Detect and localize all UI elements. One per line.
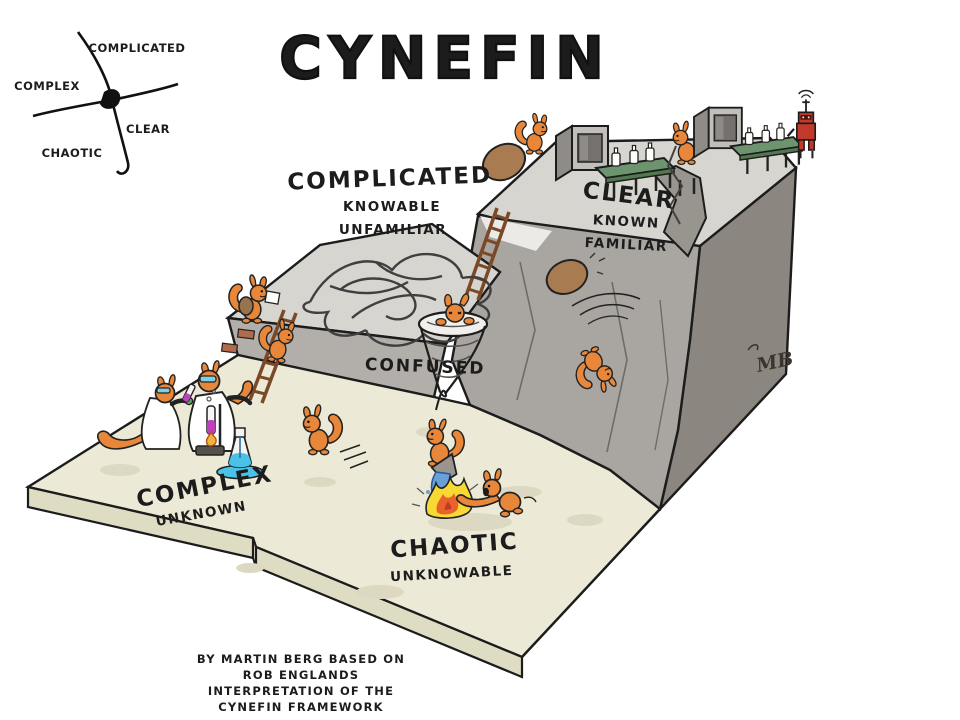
fire-scene bbox=[411, 416, 537, 531]
attribution-line1: BY MARTIN BERG BASED ON bbox=[197, 652, 405, 666]
burning-tail bbox=[455, 492, 502, 508]
worker-robot bbox=[786, 89, 817, 159]
rock-outcrop bbox=[650, 164, 708, 258]
chemistry-set bbox=[195, 389, 264, 480]
backpack bbox=[238, 296, 254, 316]
tangle-knot bbox=[302, 252, 492, 347]
burner-flame bbox=[205, 429, 217, 447]
label-complicated-trait1: KNOWABLE bbox=[343, 199, 441, 215]
cliff-face bbox=[450, 164, 708, 512]
panicked-squirrel bbox=[455, 468, 537, 518]
falling-sack bbox=[545, 252, 606, 295]
label-complicated: COMPLICATED bbox=[287, 162, 493, 195]
lab-coat-small bbox=[140, 397, 182, 450]
label-confused: CONFUSED bbox=[365, 355, 486, 379]
label-clear-trait2: FAMILIAR bbox=[584, 235, 668, 255]
attribution-line2: ROB ENGLANDS bbox=[243, 668, 359, 682]
mini-label-complicated: COMPLICATED bbox=[89, 41, 186, 55]
ground-crack bbox=[666, 145, 684, 225]
mini-label-clear: CLEAR bbox=[126, 122, 170, 136]
carried-sack bbox=[481, 142, 527, 182]
mini-label-chaotic: CHAOTIC bbox=[42, 146, 103, 160]
squirrel-carrying-sack bbox=[481, 112, 548, 182]
cliff-white-patch bbox=[480, 216, 552, 251]
ground-platform bbox=[24, 353, 662, 679]
label-complicated-trait2: UNFAMILIAR bbox=[339, 222, 447, 238]
mini-framework-sketch: COMPLICATED COMPLEX CLEAR CHAOTIC bbox=[14, 31, 186, 175]
ladder-to-clear bbox=[464, 207, 511, 301]
attribution-line3: INTERPRETATION OF THE bbox=[208, 684, 394, 698]
map-reading-squirrel bbox=[228, 274, 281, 324]
label-chaotic-trait1: UNKNOWABLE bbox=[390, 563, 514, 585]
label-clear-trait1: KNOWN bbox=[592, 212, 660, 231]
whirlpool bbox=[417, 293, 489, 411]
mini-label-complex: COMPLEX bbox=[14, 79, 80, 93]
fire bbox=[411, 473, 479, 519]
attribution: BY MARTIN BERG BASED ON ROB ENGLANDS INT… bbox=[197, 652, 405, 714]
falling-squirrel bbox=[567, 292, 641, 401]
poster-title: CYNEFIN bbox=[279, 24, 610, 92]
running-squirrel bbox=[302, 404, 369, 469]
confused-squirrel bbox=[435, 293, 475, 327]
attribution-line4: CYNEFIN FRAMEWORK bbox=[218, 700, 384, 714]
note-paper bbox=[264, 290, 281, 305]
